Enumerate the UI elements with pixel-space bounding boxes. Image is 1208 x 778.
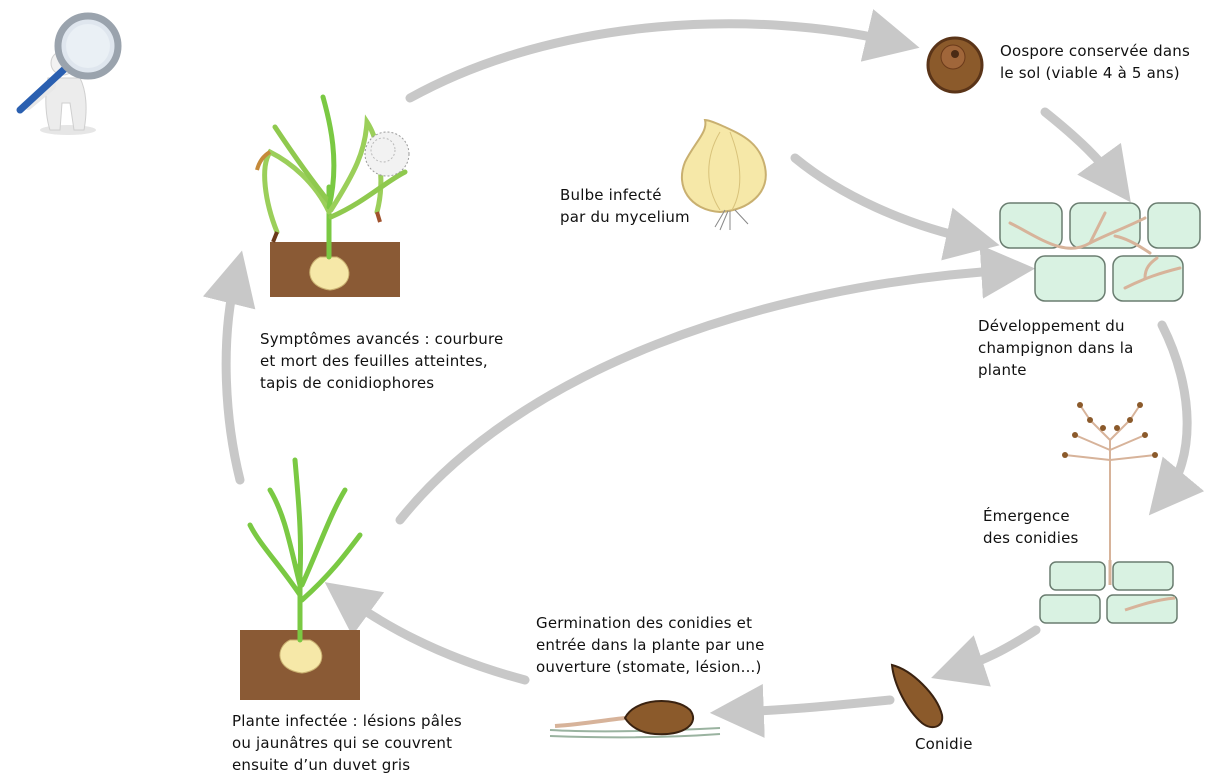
arrow-bulb-to-development <box>795 158 975 240</box>
infected-plant-illustration <box>230 455 370 705</box>
magnifier-icon <box>8 8 128 138</box>
label-bulb: Bulbe infecté par du mycelium <box>560 184 690 228</box>
arrow-conidie-to-germination <box>735 700 890 712</box>
symptomatic-plant-illustration <box>235 92 435 302</box>
label-infected-plant: Plante infectée : lésions pâles ou jaunâ… <box>232 710 462 776</box>
label-conidie: Conidie <box>915 733 973 755</box>
arrow-infected-to-development <box>400 270 1010 520</box>
oospore-illustration <box>920 30 990 100</box>
arrow-germination-to-infected <box>345 597 525 680</box>
label-development: Développement du champignon dans la plan… <box>978 315 1134 381</box>
germinating-conidium-illustration <box>545 688 725 748</box>
arrow-symptoms-to-oospore <box>410 24 895 98</box>
mycelium-in-cells-illustration <box>995 198 1205 308</box>
label-symptoms: Symptômes avancés : courbure et mort des… <box>260 328 503 394</box>
conidium-illustration <box>882 655 952 735</box>
arrow-oospore-to-development <box>1045 112 1116 182</box>
label-germination: Germination des conidies et entrée dans … <box>536 612 765 678</box>
label-oospore: Oospore conservée dans le sol (viable 4 … <box>1000 40 1190 84</box>
arrow-infected-to-symptoms <box>226 275 240 480</box>
label-emergence: Émergence des conidies <box>983 505 1079 549</box>
arrow-emergence-to-conidie <box>955 630 1036 670</box>
